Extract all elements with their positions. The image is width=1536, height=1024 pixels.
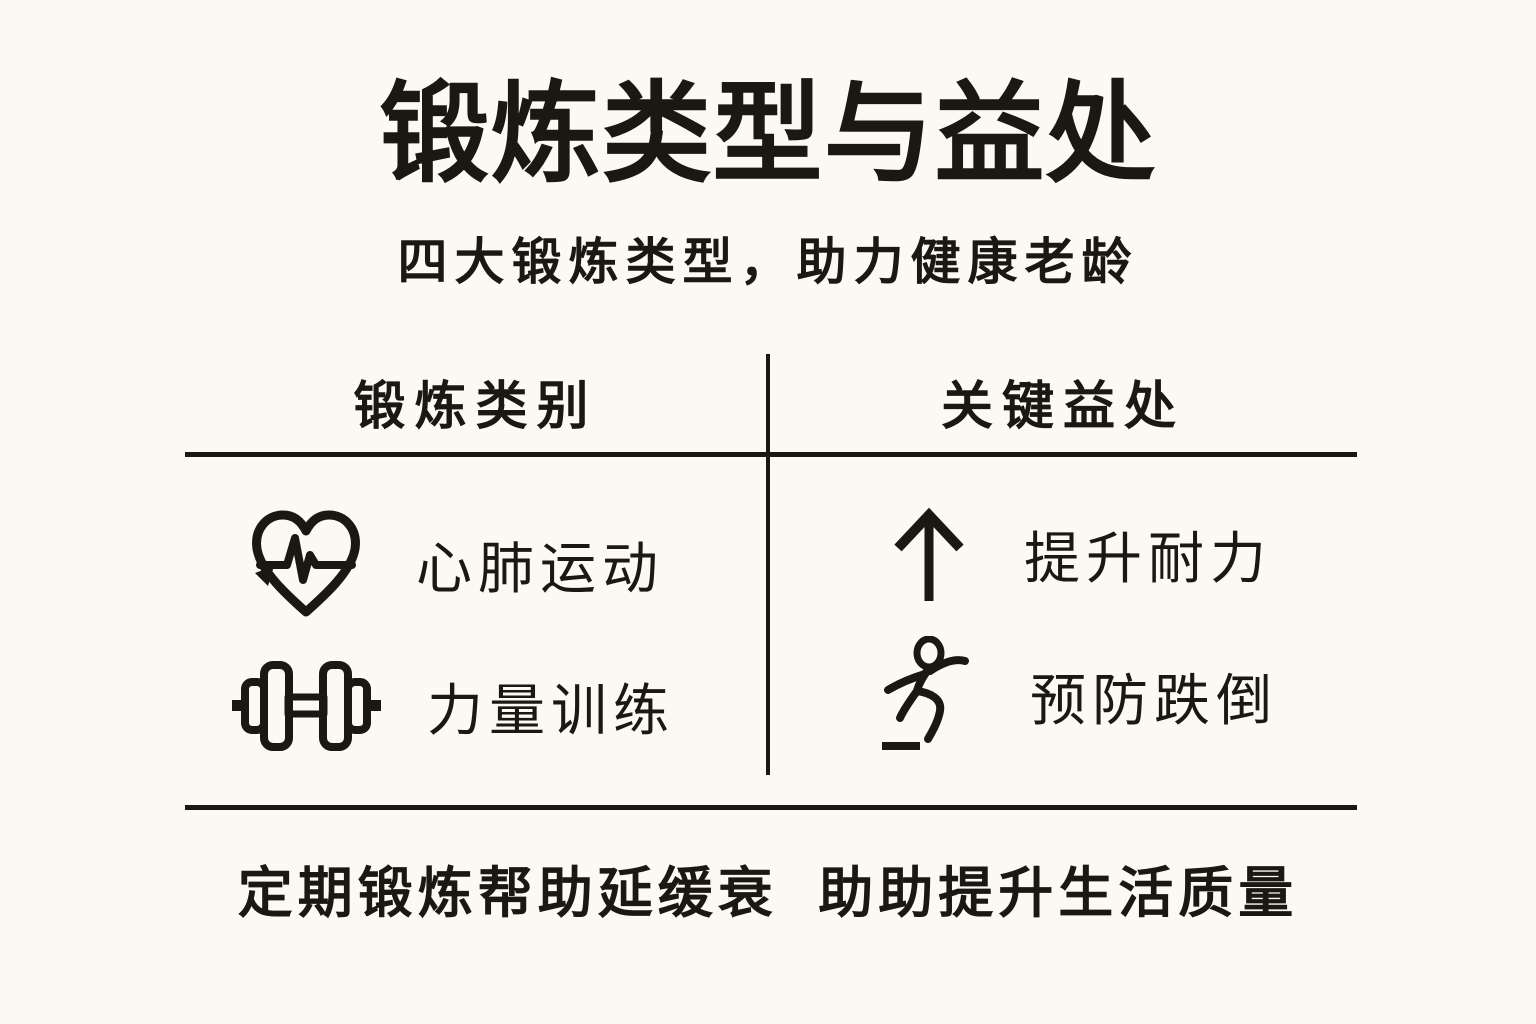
column-header-key-benefit: 关键益处 [940,378,1185,436]
arrow-up-icon [890,504,968,604]
heart-pulse-icon [246,502,366,626]
footer-rule [185,805,1357,810]
table-row-strength-benefit: 预防跌倒 [876,636,1278,756]
column-header-exercise-type: 锻炼类别 [353,378,598,436]
dumbbell-icon [231,656,381,756]
exercise-type-label: 心肺运动 [416,536,664,600]
table-row-strength-type: 力量训练 [231,656,675,756]
benefit-label: 提升耐力 [1024,526,1272,590]
benefit-label: 预防跌倒 [1030,668,1278,732]
footer-note: 定期锻炼帮助延缓衰 助助提升生活质量 [237,862,1299,924]
exercise-type-label: 力量训练 [427,678,675,742]
header-rule [185,452,1357,457]
page-title: 锻炼类型与益处 [379,73,1157,196]
subtitle: 四大锻炼类型，助力健康老龄 [397,234,1139,290]
falling-person-icon [876,636,984,756]
table-row-cardio-type: 心肺运动 [246,502,664,626]
column-divider [766,354,770,775]
table-row-cardio-benefit: 提升耐力 [890,504,1272,604]
